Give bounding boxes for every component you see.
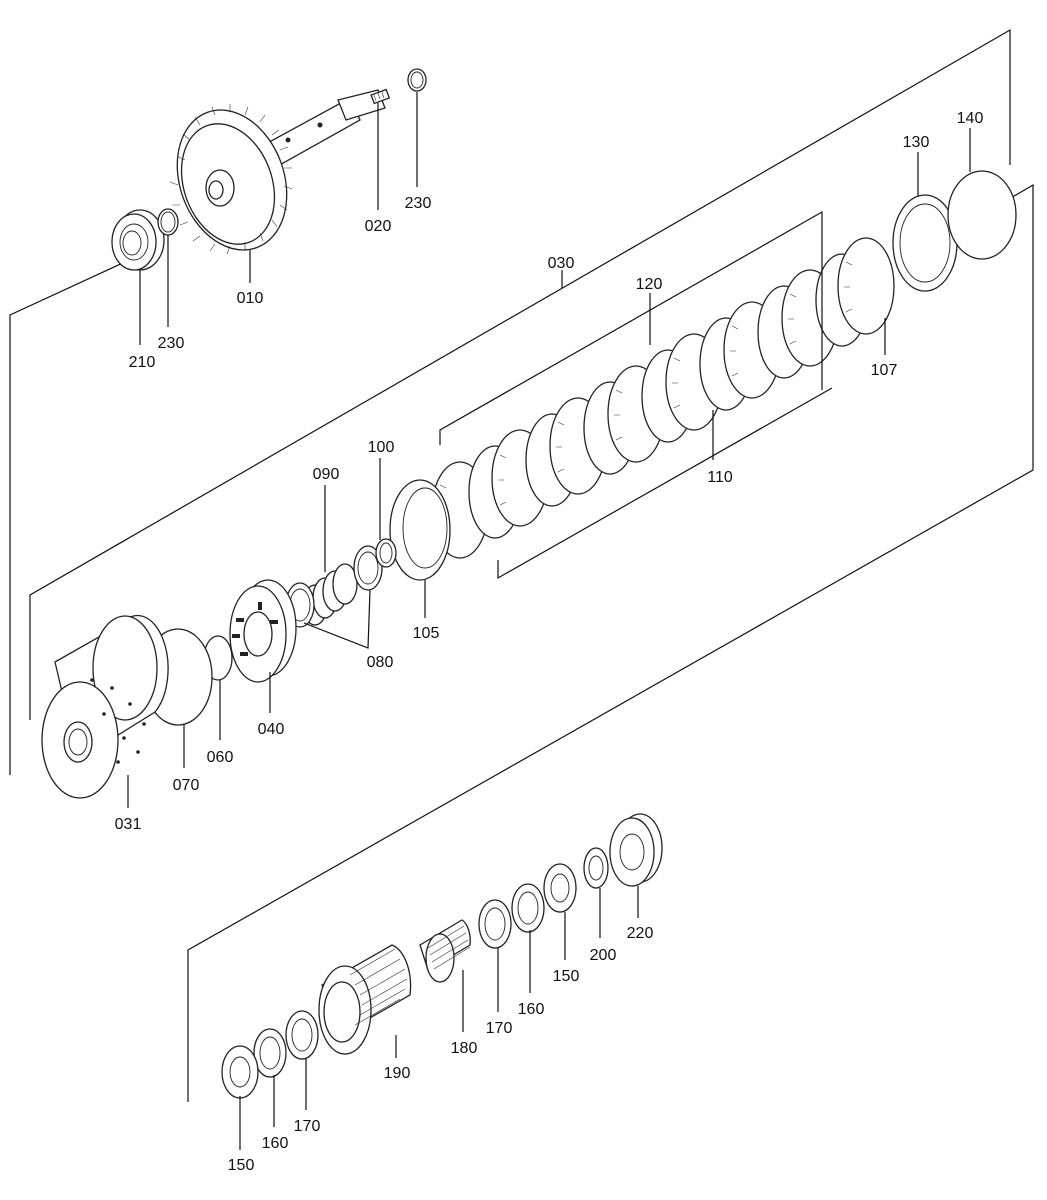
bracket-lower-plates bbox=[497, 387, 833, 580]
label-180: 180 bbox=[451, 1040, 478, 1057]
label-105: 105 bbox=[413, 625, 440, 642]
frame-clutch-pack bbox=[29, 28, 1011, 720]
label-107: 107 bbox=[871, 362, 898, 379]
label-090: 090 bbox=[313, 466, 340, 483]
label-200: 200 bbox=[590, 947, 617, 964]
thrust-washer-150-lower bbox=[221, 1045, 259, 1099]
gear-190 bbox=[318, 944, 412, 1055]
label-160-lower: 160 bbox=[262, 1135, 289, 1152]
label-100: 100 bbox=[368, 439, 395, 456]
thrust-washer-170-upper bbox=[478, 899, 512, 949]
snap-ring-140 bbox=[947, 170, 1017, 260]
thrust-washer-150-upper bbox=[543, 863, 577, 913]
frame-lower-assembly bbox=[187, 183, 1034, 1102]
bearing-210 bbox=[111, 209, 165, 271]
pin-020 bbox=[370, 88, 391, 105]
label-220: 220 bbox=[627, 925, 654, 942]
label-170-upper: 170 bbox=[486, 1020, 513, 1037]
label-230-top: 230 bbox=[405, 195, 432, 212]
label-010: 010 bbox=[237, 290, 264, 307]
label-170-lower: 170 bbox=[294, 1118, 321, 1135]
gear-shaft-010 bbox=[169, 89, 386, 255]
label-031: 031 bbox=[115, 816, 142, 833]
frame-main-assembly bbox=[9, 254, 141, 775]
needle-bearing-180 bbox=[419, 919, 471, 983]
label-060: 060 bbox=[207, 749, 234, 766]
label-020: 020 bbox=[365, 218, 392, 235]
label-110: 110 bbox=[707, 469, 733, 486]
label-130: 130 bbox=[903, 134, 930, 151]
leader-lines bbox=[127, 92, 971, 1150]
label-080: 080 bbox=[367, 654, 394, 671]
label-190: 190 bbox=[384, 1065, 411, 1082]
ring-080-b bbox=[353, 545, 383, 591]
clutch-drum-031 bbox=[41, 614, 169, 799]
label-070: 070 bbox=[173, 777, 200, 794]
label-150-lower: 150 bbox=[228, 1157, 255, 1174]
label-150-upper: 150 bbox=[553, 968, 580, 985]
piston-040 bbox=[229, 579, 297, 683]
label-230-bearing: 230 bbox=[158, 335, 185, 352]
lock-washer-200 bbox=[583, 847, 609, 889]
bracket-upper-plates bbox=[439, 210, 823, 445]
label-040: 040 bbox=[258, 721, 285, 738]
clutch-plate-stack bbox=[431, 237, 895, 559]
ring-100 bbox=[375, 538, 397, 568]
label-120: 120 bbox=[636, 276, 663, 293]
label-140: 140 bbox=[957, 110, 984, 127]
end-plate-105 bbox=[389, 479, 451, 581]
end-plate-130 bbox=[892, 194, 958, 292]
label-030: 030 bbox=[548, 255, 575, 272]
snap-ring-230-bearing bbox=[157, 208, 179, 236]
thrust-washer-170-lower bbox=[285, 1010, 319, 1060]
thrust-bearing-160-upper bbox=[511, 883, 545, 933]
label-210: 210 bbox=[129, 354, 156, 371]
label-160-upper: 160 bbox=[518, 1001, 545, 1018]
bearing-220 bbox=[609, 813, 663, 887]
thrust-bearing-160-lower bbox=[253, 1028, 287, 1078]
